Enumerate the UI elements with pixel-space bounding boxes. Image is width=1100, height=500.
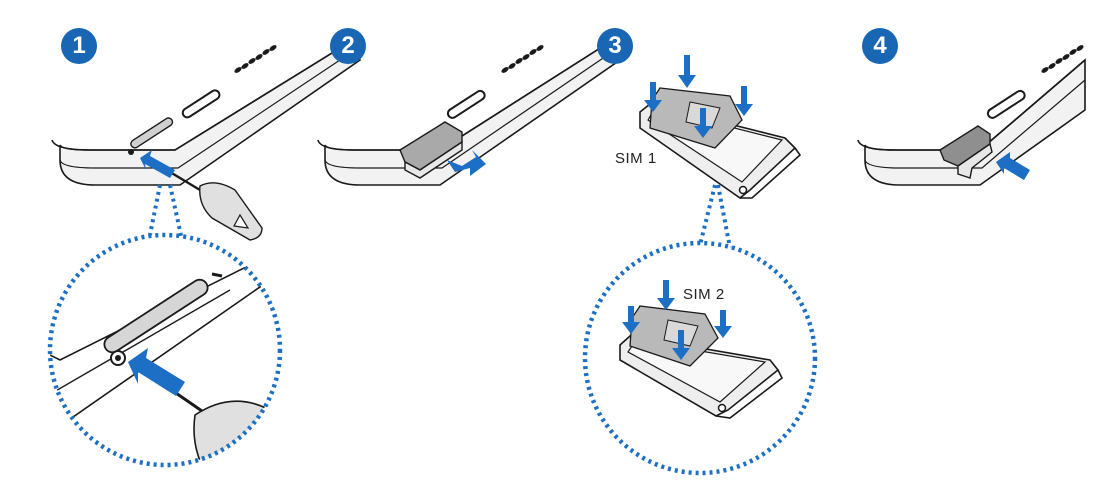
zoom-circle-1: [47, 232, 283, 468]
down-arrow-icon: [644, 82, 662, 112]
phone-inner-line-1: [59, 51, 353, 169]
step-badge-2: 2: [330, 28, 366, 64]
step-badge-1: 1: [61, 28, 97, 64]
push-arrow-icon: [140, 150, 175, 178]
usb-port-4: [986, 89, 1026, 119]
speaker-grille-4: [1041, 45, 1084, 73]
ejection-pin-head: [199, 182, 263, 241]
zoom-circle-3: [582, 240, 818, 476]
down-arrow-icon: [622, 306, 640, 334]
down-arrow-icon: [694, 108, 712, 138]
step-badge-3: 3: [597, 28, 633, 64]
usb-port-2: [446, 89, 486, 119]
insert-arrows-3: [644, 55, 753, 138]
tray-slot-1: [130, 117, 174, 149]
phone-edge-2: [317, 44, 606, 151]
step-4-illustration: [857, 45, 1086, 186]
down-arrow-icon: [657, 280, 675, 310]
step-badge-4: 4: [862, 28, 898, 64]
callout-connector-1: [148, 184, 184, 241]
speaker-grille-1: [234, 45, 277, 73]
sim-tray-end-3: [740, 147, 802, 199]
phone-inner-line-2: [324, 51, 613, 169]
down-arrow-icon: [672, 330, 690, 360]
down-arrow-icon: [735, 86, 753, 116]
phone-edge-4: [857, 59, 1086, 151]
phone-body-1: [59, 43, 362, 186]
sim2-label: SIM 2: [683, 286, 725, 303]
down-arrow-icon: [678, 55, 696, 88]
insert-arrow-icon: [996, 152, 1030, 180]
sim-tray-face-2: [404, 140, 463, 179]
sim1-label: SIM 1: [615, 150, 657, 167]
speaker-grille-2: [501, 45, 544, 73]
sim-tray-face-4: [957, 142, 993, 179]
pull-arrow-icon: [447, 150, 486, 176]
push-arrow-zoom-icon: [128, 348, 185, 396]
sim-tray-hole-3: [738, 185, 748, 195]
eject-hole-1: [128, 149, 134, 155]
phone-inner-line-4: [864, 79, 1086, 169]
phone-edge-1: [51, 44, 346, 151]
step-1-illustration: [47, 43, 362, 468]
callout-connector-3: [698, 184, 732, 249]
step-3-illustration: [582, 55, 818, 476]
down-arrow-icon: [714, 310, 732, 338]
usb-port-1: [181, 89, 221, 119]
step-2-illustration: [317, 43, 622, 186]
insert-arrows-zoom: [622, 280, 732, 360]
ejection-pin-hole: [233, 213, 250, 229]
